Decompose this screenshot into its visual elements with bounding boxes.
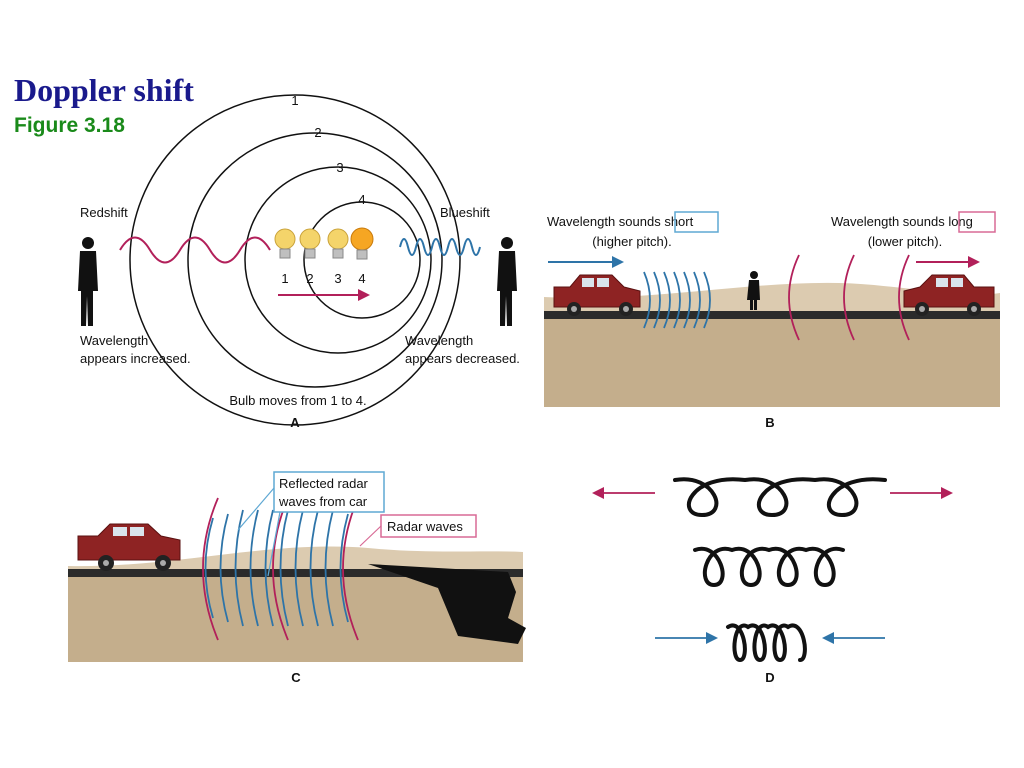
listener-silhouette (747, 271, 760, 310)
short-highlight-box (674, 211, 719, 233)
panel-label-a: A (290, 415, 300, 430)
normal-wave-loops (693, 546, 845, 588)
reflected-caption-line1: Reflected radar (279, 476, 369, 491)
left-caption-line2: appears increased. (80, 351, 191, 366)
motion-arrow-right-icon (916, 256, 980, 268)
long-caption-prefix: Wavelength sounds (831, 214, 948, 229)
radar-waves (202, 497, 359, 641)
left-caption-line1: Wavelength (80, 333, 148, 348)
ring-number-2: 2 (314, 125, 321, 140)
right-caption-line1: Wavelength (405, 333, 473, 348)
bulb-icon-3 (327, 228, 349, 259)
redshift-wave (119, 236, 271, 264)
wavefront-circle-3 (244, 166, 432, 354)
bulb-icon-1 (274, 228, 296, 259)
long-word: long (948, 214, 973, 229)
compressed-wave-loops (726, 623, 807, 663)
arrow-left-outward-icon (592, 487, 655, 499)
reflected-leader-line (237, 487, 275, 531)
radar-caption-box: Radar waves (380, 514, 477, 538)
panel-c: Reflected radar waves from car Radar wav… (68, 471, 526, 685)
compressed-sound-waves (643, 271, 711, 329)
arrow-right-inward-icon (822, 632, 885, 644)
bulb-number-2: 2 (306, 271, 313, 286)
wavefront-circles (129, 94, 461, 426)
stretched-sound-waves (788, 254, 910, 341)
right-caption-line2: appears decreased. (405, 351, 520, 366)
reflected-caption-line2: waves from car (278, 494, 368, 509)
bulb-number-1: 1 (281, 271, 288, 286)
short-word: short (664, 214, 693, 229)
short-caption-line2: (higher pitch). (592, 234, 671, 249)
panel-label-b: B (765, 415, 774, 430)
long-caption-line1: Wavelength sounds long (831, 214, 973, 229)
arrow-left-inward-icon (655, 632, 718, 644)
observer-right-silhouette (497, 237, 517, 326)
stretched-wave-loops (673, 477, 887, 518)
short-caption-prefix: Wavelength sounds (547, 214, 664, 229)
wavefront-circle-1 (129, 94, 461, 426)
wavefront-circle-2 (187, 132, 443, 388)
radar-leader-line (359, 525, 382, 547)
road (544, 311, 1000, 319)
figure-number: Figure 3.18 (14, 114, 125, 137)
panel-label-c: C (291, 670, 301, 685)
bottom-caption: Bulb moves from 1 to 4. (229, 393, 366, 408)
bulb-number-3: 3 (334, 271, 341, 286)
light-bulbs (274, 227, 374, 260)
arrow-right-outward-icon (890, 487, 953, 499)
car-left-icon (553, 274, 641, 316)
reflected-leader-line-2 (267, 511, 281, 577)
radar-gun-icon (368, 564, 526, 644)
panel-a: 1 2 3 4 Redshift Blueshift 1 2 3 4 (78, 93, 520, 430)
ring-number-3: 3 (336, 160, 343, 175)
motion-arrow-icon (278, 289, 370, 301)
bulb-icon-2 (299, 228, 321, 259)
ring-number-4: 4 (358, 192, 365, 207)
bulb-icon-4-lit (350, 227, 374, 260)
page-title: Doppler shift (14, 72, 194, 108)
observer-left-silhouette (78, 237, 98, 326)
motion-arrow-left-icon (548, 256, 624, 268)
wavefront-circle-4 (303, 201, 421, 319)
blueshift-label: Blueshift (440, 205, 490, 220)
ground (544, 317, 1000, 407)
blueshift-wave (399, 238, 481, 256)
hill (544, 282, 1000, 317)
reflected-radar-waves (204, 509, 349, 627)
short-caption-line1: Wavelength sounds short (547, 214, 694, 229)
long-caption-line2: (lower pitch). (868, 234, 942, 249)
panel-label-d: D (765, 670, 774, 685)
panel-b: Wavelength sounds short (higher pitch). … (544, 211, 1000, 430)
radar-caption: Radar waves (387, 519, 463, 534)
long-highlight-box (958, 211, 996, 233)
car-right-icon (903, 274, 995, 316)
bulb-number-4: 4 (358, 271, 365, 286)
car-icon (77, 523, 181, 571)
ring-number-1: 1 (291, 93, 298, 108)
redshift-label: Redshift (80, 205, 128, 220)
panel-d: D (592, 477, 953, 685)
reflected-caption-box: Reflected radar waves from car (273, 471, 385, 513)
